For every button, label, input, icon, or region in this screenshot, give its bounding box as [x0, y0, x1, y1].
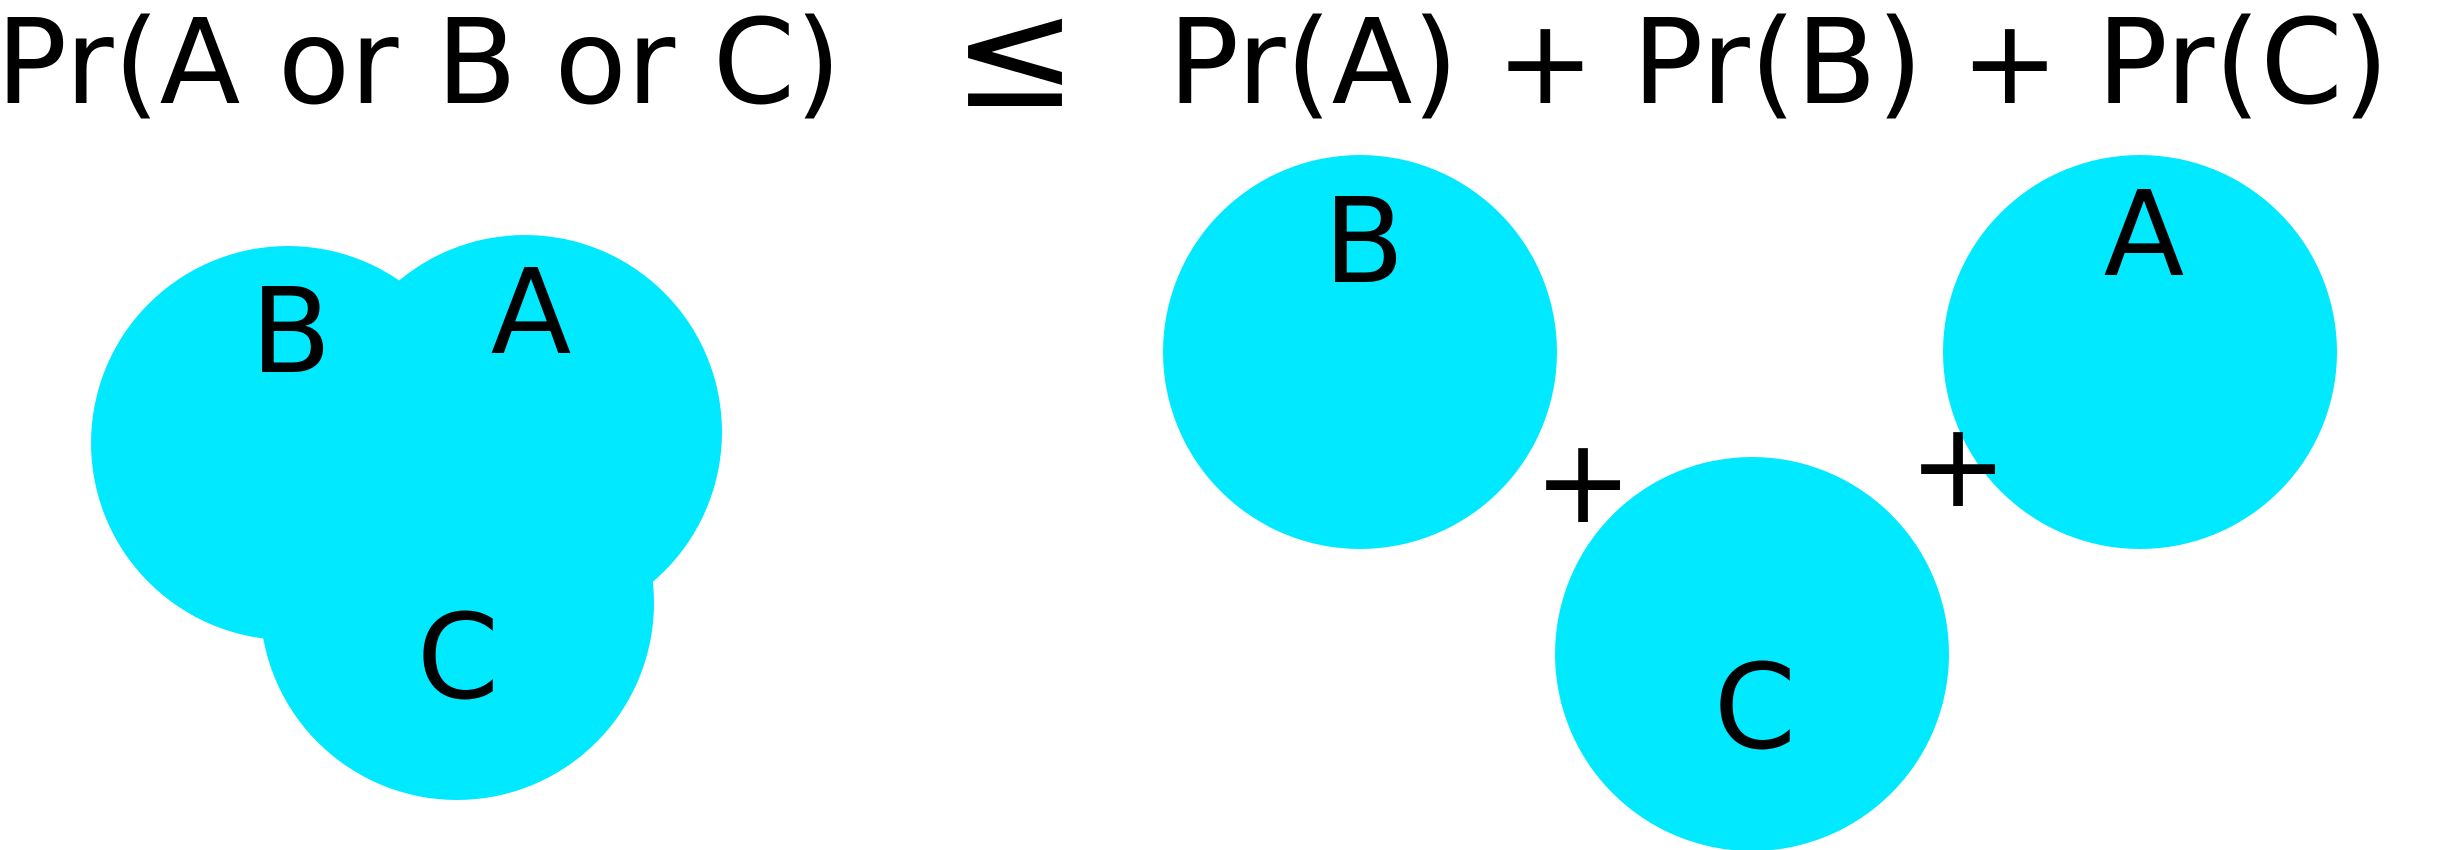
- left-union-diagram: B A C: [91, 235, 722, 800]
- left-label-b: B: [251, 262, 332, 400]
- right-sum-diagram: B A C + +: [1163, 155, 2337, 850]
- left-label-c: C: [417, 588, 499, 726]
- equation-left-side: Pr(A or B or C): [0, 0, 841, 131]
- right-circle-a: [1943, 155, 2337, 549]
- left-label-a: A: [491, 243, 572, 381]
- right-circle-b: [1163, 155, 1557, 549]
- plus-sign-right: +: [1909, 396, 2008, 534]
- right-label-a: A: [2104, 165, 2185, 303]
- equation-right-side: Pr(A) + Pr(B) + Pr(C): [1168, 0, 2389, 131]
- plus-sign-left: +: [1534, 412, 1633, 550]
- less-or-equal-symbol: ≤: [952, 0, 1078, 142]
- left-circle-c: [260, 406, 654, 800]
- right-label-b: B: [1324, 172, 1405, 310]
- right-label-c: C: [1714, 638, 1796, 776]
- right-circle-c: [1555, 457, 1949, 850]
